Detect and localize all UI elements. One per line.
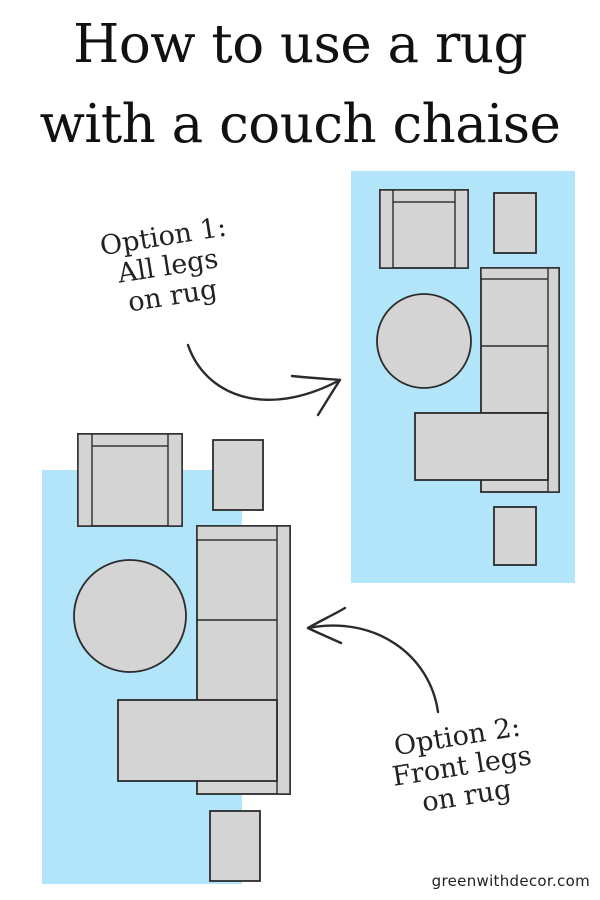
end-table-option-1	[493, 192, 537, 254]
end-table-option-2	[212, 439, 264, 511]
option-1-layout	[351, 171, 575, 583]
title-line-1: How to use a rug	[73, 14, 527, 75]
end-table-2-option-1	[493, 506, 537, 566]
sectional-couch-option-1	[414, 267, 560, 493]
option-2-layout	[42, 433, 291, 884]
end-table-2-option-2	[209, 810, 261, 882]
coffee-table-option-1	[376, 293, 472, 389]
armchair-option-1	[379, 189, 469, 269]
arrow-option-2	[306, 606, 440, 714]
sectional-couch-option-2	[117, 525, 291, 795]
title-line-2: with a couch chaise	[39, 94, 561, 155]
coffee-table-option-2	[73, 559, 187, 673]
arrow-option-1	[186, 343, 342, 417]
armchair-option-2	[77, 433, 183, 527]
website-credit: greenwithdecor.com	[431, 872, 590, 890]
